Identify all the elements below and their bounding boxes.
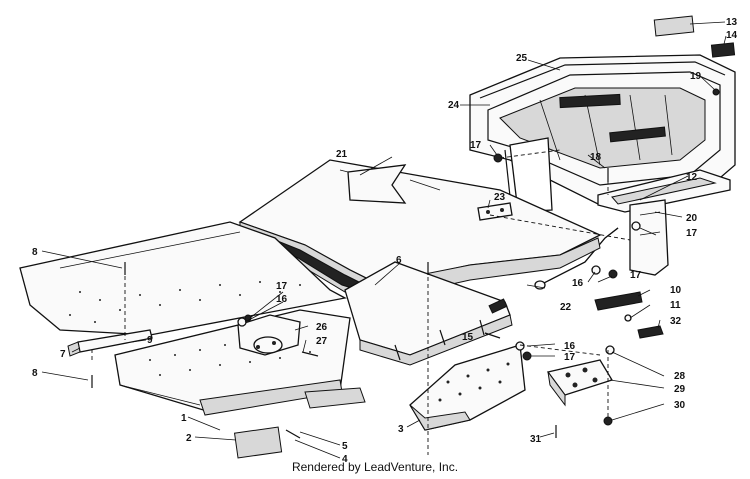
callout-31: 31 xyxy=(530,434,542,445)
callout-9: 9 xyxy=(147,335,153,346)
callout-25: 25 xyxy=(516,53,528,64)
callout-24: 24 xyxy=(448,100,460,111)
mounting-bracket xyxy=(237,314,301,356)
callout-32: 32 xyxy=(670,316,682,327)
callout-17-upper-left: 17 xyxy=(276,281,288,292)
callout-6: 6 xyxy=(396,255,402,266)
callout-30: 30 xyxy=(674,400,686,411)
callout-13: 13 xyxy=(726,17,738,28)
leader-lines xyxy=(41,21,727,459)
callout-20: 20 xyxy=(686,213,698,224)
callout-29: 29 xyxy=(674,384,686,395)
decal-plate xyxy=(233,426,283,459)
callout-5: 5 xyxy=(342,441,348,452)
callout-26: 26 xyxy=(316,322,328,333)
callout-18: 18 xyxy=(590,152,602,163)
floor-panel-holes xyxy=(69,281,301,323)
right-footrest-panel xyxy=(344,261,513,366)
callout-11: 11 xyxy=(670,300,681,311)
footer-credit: Rendered by LeadVenture, Inc. xyxy=(291,460,459,474)
callout-22: 22 xyxy=(560,302,572,313)
callout-15: 15 xyxy=(462,332,474,343)
callout-17-mid: 17 xyxy=(630,270,642,281)
callout-27: 27 xyxy=(316,336,328,347)
center-support-bracket xyxy=(409,344,526,431)
callout-labels: 1 2 3 4 5 6 7 8 8 9 10 11 12 13 14 15 16… xyxy=(32,17,738,465)
reflector-plate xyxy=(594,291,643,322)
callout-10: 10 xyxy=(670,285,682,296)
step-bracket xyxy=(546,359,613,407)
callout-7: 7 xyxy=(60,349,66,360)
callout-23: 23 xyxy=(494,192,506,203)
callout-8-top: 8 xyxy=(32,247,38,258)
assembly-lines xyxy=(91,149,631,455)
clip-part xyxy=(637,325,664,339)
callout-21: 21 xyxy=(336,149,348,160)
callout-16-mid: 16 xyxy=(572,278,584,289)
callout-2: 2 xyxy=(186,433,192,444)
callout-12: 12 xyxy=(686,172,698,183)
fasteners xyxy=(91,88,720,439)
callout-28: 28 xyxy=(674,371,686,382)
callout-14: 14 xyxy=(726,30,738,41)
callout-3: 3 xyxy=(398,424,404,435)
callout-16-left: 16 xyxy=(276,294,288,305)
callout-4: 4 xyxy=(342,454,348,465)
callout-1: 1 xyxy=(181,413,187,424)
callout-17-rack: 17 xyxy=(470,140,482,151)
bracket-holes xyxy=(438,362,510,402)
callout-16-right: 16 xyxy=(564,341,576,352)
callout-17-side: 17 xyxy=(686,228,698,239)
callout-17-lower: 17 xyxy=(564,352,576,363)
storage-rack-assembly xyxy=(469,15,736,276)
callout-19: 19 xyxy=(690,71,702,82)
callout-8-bottom: 8 xyxy=(32,368,38,379)
left-mount-block xyxy=(67,329,153,357)
